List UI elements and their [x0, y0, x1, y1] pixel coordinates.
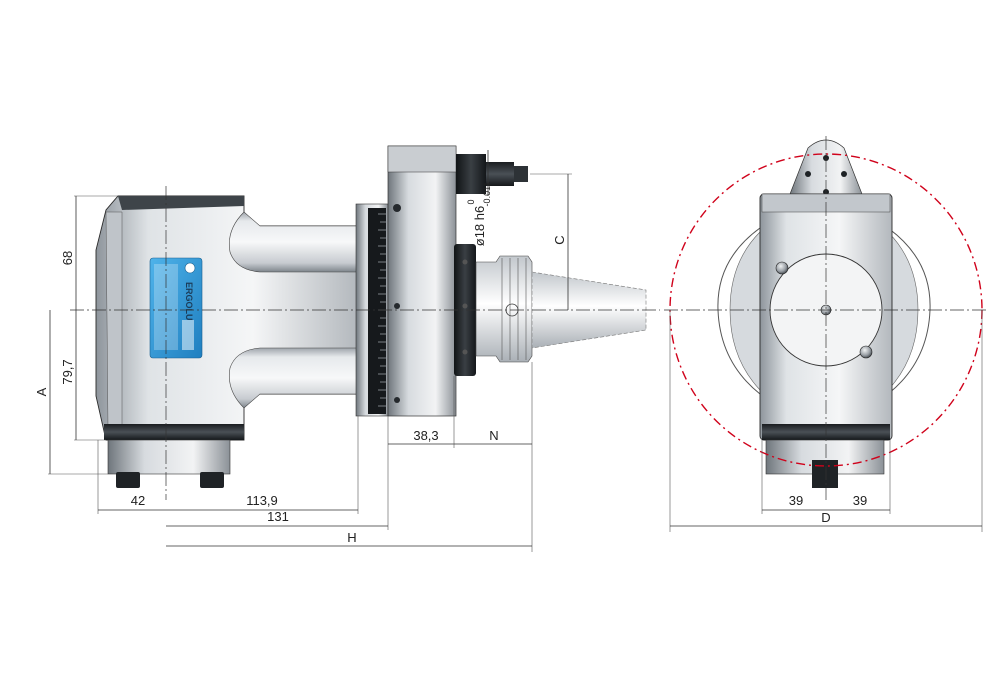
- mount-block: [107, 439, 231, 475]
- dim-H: H: [347, 530, 356, 545]
- screw-icon: [393, 204, 401, 212]
- product-label: ERGOLU: [149, 257, 203, 359]
- screw-icon: [394, 303, 400, 309]
- nozzle-tip: [486, 162, 514, 186]
- dial-ticks: [378, 213, 386, 407]
- dim-38-3: 38,3: [413, 428, 438, 443]
- screw-icon: [394, 397, 400, 403]
- dial-scale: [368, 208, 386, 414]
- front-nut: [454, 244, 476, 376]
- holder-grooves: [501, 258, 527, 360]
- dimensions-right: 39 39 D: [669, 310, 983, 532]
- dim-131: 131: [267, 509, 289, 524]
- dim-shaft-dia: ø18 h6: [472, 206, 487, 246]
- top-edge: [118, 196, 244, 210]
- dim-tol-lower: -0.011: [482, 182, 492, 207]
- front-view: [717, 139, 931, 488]
- dim-68: 68: [60, 251, 75, 265]
- nozzle-end: [514, 166, 528, 182]
- dim-N: N: [489, 428, 498, 443]
- bolt-icon: [775, 261, 789, 275]
- dim-A: A: [34, 387, 49, 396]
- nozzle-body: [456, 154, 486, 194]
- front-chamfer: [105, 211, 123, 429]
- tool-holder: [475, 255, 533, 363]
- spindle-housing: [387, 145, 457, 417]
- dim-113-9: 113,9: [246, 493, 278, 508]
- neck-lower: [229, 347, 359, 409]
- brand-logo-icon: [184, 262, 196, 274]
- mount-foot-right: [200, 472, 224, 488]
- neck-upper: [229, 211, 359, 273]
- dim-39-left: 39: [789, 493, 803, 508]
- hole-icon: [805, 171, 811, 177]
- bottom-band: [104, 424, 244, 440]
- mount-foot-left: [116, 472, 140, 488]
- brand-text: ERGOLU: [184, 282, 194, 321]
- side-view: ERGOLU: [95, 145, 647, 488]
- housing-top-cap: [387, 145, 457, 173]
- hole-icon: [841, 171, 847, 177]
- dim-D: D: [821, 510, 830, 525]
- dim-79-7: 79,7: [60, 359, 75, 384]
- dimensions-left: 68 79,7 A 42 113,9 131 H 38,3 N: [34, 150, 572, 552]
- front-key: [812, 460, 838, 488]
- bolt-icon: [859, 345, 873, 359]
- dim-C: C: [552, 235, 567, 244]
- dim-42: 42: [131, 493, 145, 508]
- dim-tol-upper: 0: [466, 199, 476, 204]
- dim-39-right: 39: [853, 493, 867, 508]
